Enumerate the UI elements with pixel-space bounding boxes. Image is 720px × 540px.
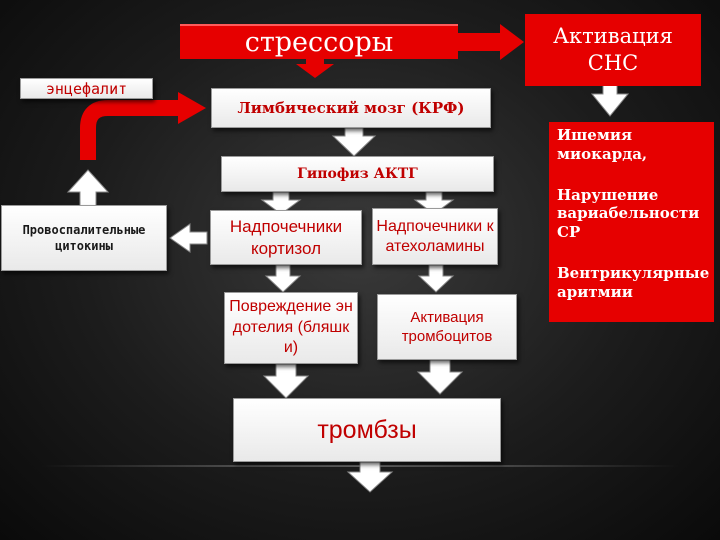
encephalitis-label: энцефалит <box>45 79 128 98</box>
endothelial-damage-box: Повреждение эндотелия (бляшки) <box>224 292 358 364</box>
stressors-label: стрессоры <box>244 27 394 58</box>
pituitary-box: Гипофиз АКТГ <box>221 156 494 192</box>
adrenal-catecholamines-box: Надпочечники катехоламины <box>372 208 498 265</box>
platelet-activation-box: Активация тромбоцитов <box>377 294 517 360</box>
platelet-activation-label: Активация тромбоцитов <box>401 308 493 346</box>
stressors-box: стрессоры <box>180 24 458 59</box>
encephalitis-box: энцефалит <box>20 78 153 99</box>
effect-arrhythmia: Вентрикулярные аритмии <box>557 263 710 301</box>
arrow-cortisol-cytokines <box>169 223 208 253</box>
thrombosis-label: тромбзы <box>317 415 417 444</box>
cytokines-label: Провоспалительные цитокины <box>22 222 146 253</box>
arrow-pituitary-catecholamines <box>413 191 455 215</box>
arrow-catecholamines-platelets <box>417 264 455 293</box>
sns-activation-label: Активация СНС <box>553 23 673 75</box>
thrombosis-box: тромбзы <box>233 398 501 462</box>
arrow-encephalitis-head <box>178 92 206 124</box>
arrow-cytokines-up <box>66 169 110 211</box>
arrow-sns-down <box>590 83 630 117</box>
effect-hrv: Нарушение вариабельности СР <box>557 185 700 242</box>
limbic-brain-box: Лимбический мозг (КРФ) <box>211 88 491 128</box>
effect-ischemia: Ишемия миокарда, <box>557 126 648 163</box>
limbic-brain-label: Лимбический мозг (КРФ) <box>237 99 465 117</box>
arrow-cortisol-endothelium <box>264 264 302 293</box>
sns-activation-box: Активация СНС <box>525 14 701 86</box>
arrow-to-sns <box>458 24 524 60</box>
pituitary-label: Гипофиз АКТГ <box>297 166 418 182</box>
arrow-thrombosis-down <box>346 461 394 493</box>
adrenal-catecholamines-label: Надпочечники катехоламины <box>376 218 494 255</box>
arrow-limbic-pituitary <box>331 127 377 157</box>
arrow-to-limbic <box>296 57 334 78</box>
cardiac-effects-panel: Ишемия миокарда, Нарушение вариабельност… <box>549 122 714 322</box>
endothelial-damage-label: Повреждение эндотелия (бляшки) <box>229 297 353 357</box>
adrenal-cortisol-box: Надпочечники кортизол <box>210 210 362 265</box>
arrow-pituitary-cortisol <box>260 191 302 215</box>
arrow-platelets-thrombosis <box>416 359 464 395</box>
cytokines-box: Провоспалительные цитокины <box>1 205 167 271</box>
arrow-endothelium-thrombosis <box>262 363 310 399</box>
arrow-encephalitis-limbic <box>80 100 180 160</box>
adrenal-cortisol-label: Надпочечники кортизол <box>229 217 343 258</box>
